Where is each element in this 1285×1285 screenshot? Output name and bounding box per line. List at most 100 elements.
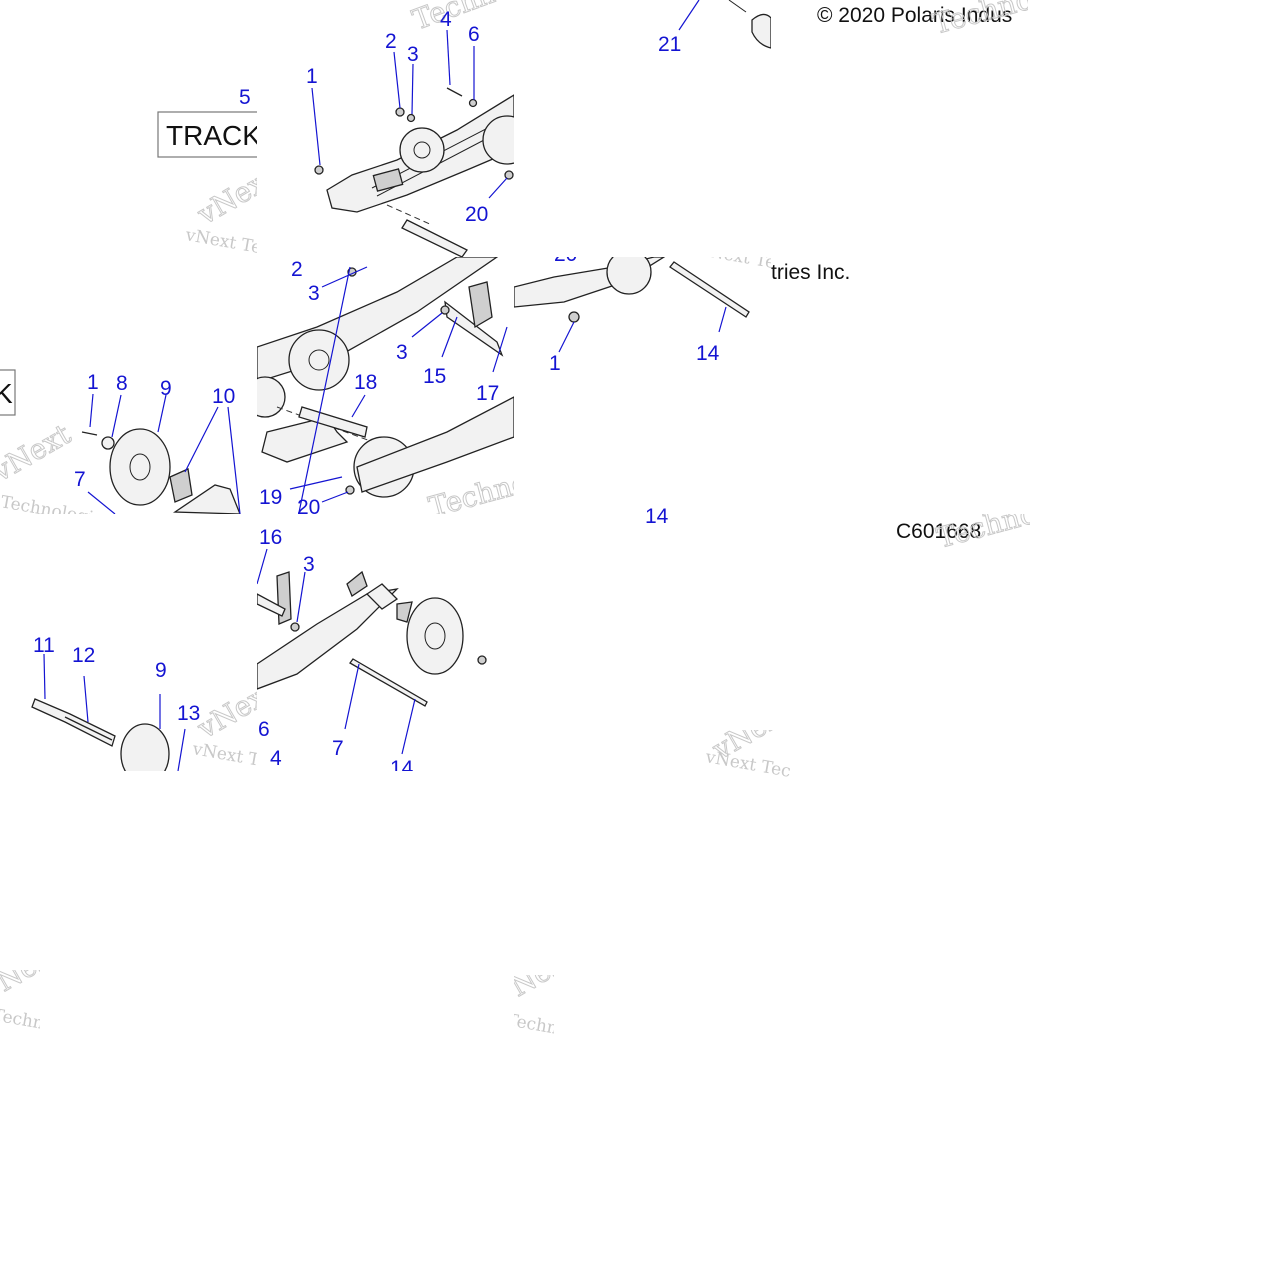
- wheel-rear-lower: [406, 597, 464, 675]
- idler-hub: [413, 141, 431, 159]
- watermark-text: Technologies: [0, 492, 113, 514]
- callout-1: 1: [87, 371, 99, 394]
- block: [372, 168, 404, 192]
- washer-6: [468, 98, 478, 108]
- diagram-tile-upper-right: 21: [658, 0, 771, 56]
- leader-1: [558, 321, 575, 353]
- callout-14: 14: [696, 342, 720, 365]
- watermark-text: vNext Tec: [183, 225, 257, 257]
- bracket-17: [468, 281, 493, 329]
- callout-1: 1: [306, 65, 318, 88]
- callout-19: 19: [259, 486, 282, 509]
- diagram-tile-rail-middle: 2 3 3 15 17 18 19 20 Technologies: [257, 257, 514, 514]
- cross-shaft: [401, 219, 468, 257]
- idler-wheel-rear: [482, 115, 514, 165]
- rail-rear-section: [257, 588, 399, 690]
- wheel-upper: [288, 329, 350, 391]
- callout-6: 6: [468, 23, 480, 46]
- track-label: TRACK: [166, 120, 257, 151]
- block-rear: [396, 601, 413, 623]
- shaft-end: [728, 0, 747, 13]
- callout-4: 4: [270, 747, 282, 770]
- leader-10: [184, 406, 241, 514]
- track-label-box: [0, 369, 16, 416]
- copyright-text: © 2020 Polaris Indus: [817, 4, 1012, 27]
- nut-20: [504, 170, 514, 180]
- bolt-1: [568, 311, 580, 323]
- rail-lower: [356, 396, 514, 493]
- watermark-text: vNext: [0, 417, 77, 488]
- callout-20: 20: [465, 203, 488, 226]
- leader-18: [351, 394, 366, 418]
- bolt-1: [81, 431, 98, 436]
- wheel-9-hub: [129, 453, 151, 481]
- washer-3: [290, 622, 300, 632]
- bumper-21: [751, 13, 771, 49]
- axis-line: [386, 204, 433, 226]
- diagram-tile-fragment: 14: [645, 505, 669, 525]
- leader-8: [111, 394, 122, 438]
- leader-1: [311, 87, 321, 166]
- leader-20: [488, 177, 508, 199]
- callout-7: 7: [332, 737, 344, 760]
- block-upper: [346, 570, 368, 597]
- callout-8: 8: [116, 372, 128, 395]
- shock-spring: [365, 583, 399, 610]
- leader-19: [289, 476, 343, 490]
- watermark-text: vNext: [0, 970, 40, 1007]
- callout-9: 9: [160, 377, 172, 400]
- leader-7: [87, 491, 116, 514]
- rail-segment: [172, 484, 241, 514]
- watermark-text: Technologies: [933, 514, 1030, 554]
- leader-21: [678, 0, 700, 31]
- callout-6: 6: [258, 718, 270, 741]
- diagram-tile-wheel-assembly: K 1 8 9 10 7 Technologies vNext: [0, 369, 241, 514]
- nut-2: [395, 107, 405, 117]
- callout-1: 1: [549, 352, 561, 375]
- callout-20: 20: [297, 496, 320, 514]
- watermark-fragment-tile: vNext Technc: [514, 975, 554, 1035]
- diagram-tile-rail-front: Technologies 1 2 3 4 6 20: [306, 0, 514, 257]
- copyright-tile: © 2020 Polaris Indus Technologies: [817, 0, 1028, 41]
- washer-3: [440, 305, 450, 315]
- bracket-10: [169, 468, 193, 503]
- leader-7: [344, 663, 360, 730]
- leader-2: [298, 266, 351, 514]
- callout-17: 17: [476, 382, 499, 405]
- watermark-fragment-tile: vNext Technc: [0, 970, 40, 1030]
- wheel-left: [257, 376, 286, 418]
- leader-15: [441, 316, 458, 358]
- callout-3: 3: [396, 341, 408, 364]
- watermark-text: Technologies: [408, 0, 514, 37]
- callout-10: 10: [212, 385, 235, 408]
- leader-3: [296, 571, 306, 623]
- axle-11: [31, 698, 116, 747]
- callout-20: 20: [554, 257, 577, 266]
- leader-14: [718, 306, 727, 333]
- callout-2: 2: [291, 258, 303, 281]
- callout-15: 15: [423, 365, 446, 388]
- callout-13: 13: [177, 702, 200, 725]
- spacer-12: [64, 716, 113, 741]
- copyright-fragment: tries Inc.: [771, 261, 850, 284]
- bracket-16: [276, 571, 292, 625]
- leader-16: [257, 548, 268, 585]
- leader-3: [411, 312, 443, 338]
- leader-3-upper: [321, 266, 368, 288]
- washer-3: [406, 113, 416, 123]
- leader-1: [89, 393, 94, 428]
- wheel-rear-lower-hub: [424, 622, 446, 650]
- callout-3: 3: [407, 43, 419, 66]
- diagram-code-tile: C601668 Technologies: [896, 514, 1030, 554]
- watermark-text: vNext Tec: [697, 257, 771, 275]
- bolt-1: [314, 165, 324, 175]
- callout-11: 11: [33, 634, 55, 657]
- leader-17: [492, 326, 508, 373]
- callout-14: 14: [645, 505, 669, 525]
- shaft-18: [298, 406, 368, 438]
- leader-12: [83, 675, 89, 723]
- leader-20: [321, 491, 349, 503]
- diagram-tile-track-label: TRACK 5 vNext Tec vNext: [157, 86, 257, 257]
- watermark-text: Technc: [514, 1010, 554, 1035]
- watermark-text: vNext: [191, 674, 257, 745]
